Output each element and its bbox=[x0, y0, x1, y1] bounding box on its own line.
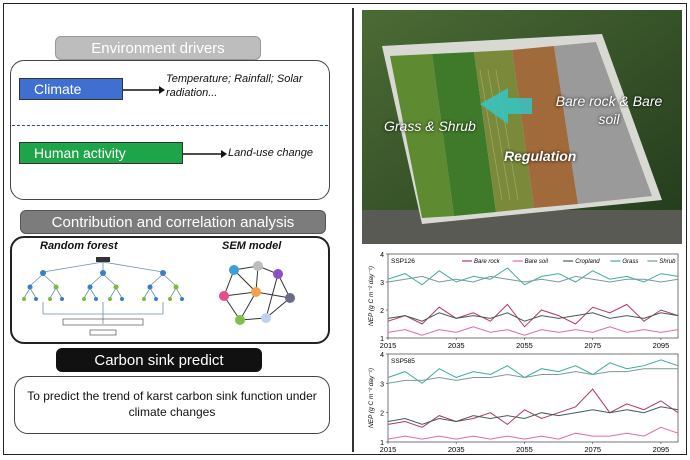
x-tick-label: 2055 bbox=[516, 445, 533, 454]
series-line-grass bbox=[387, 359, 679, 384]
figure-frame bbox=[3, 3, 687, 455]
carbon-sink-box bbox=[14, 376, 330, 434]
contribution-analysis-box bbox=[10, 236, 330, 344]
carbon-sink-header: Carbon sink predict bbox=[56, 348, 262, 372]
random-forest-title: Random forest bbox=[40, 240, 118, 252]
y-tick-label: 1 bbox=[380, 336, 384, 343]
series-line-shrub bbox=[387, 275, 679, 283]
y-tick-label: 2 bbox=[380, 308, 384, 315]
y-tick-label: 1 bbox=[380, 440, 384, 447]
human-activity-note: Land-use change bbox=[228, 147, 314, 159]
environment-drivers-box bbox=[10, 60, 330, 200]
y-tick-label: 3 bbox=[380, 280, 384, 287]
field-plot-photo: Grass & Shrub Bare rock & Bare soil Regu… bbox=[362, 10, 682, 244]
contribution-analysis-header: Contribution and correlation analysis bbox=[20, 210, 326, 234]
y-tick-label: 2 bbox=[380, 411, 384, 418]
legend-label: Bare rock bbox=[474, 259, 501, 265]
human-arrow-icon bbox=[183, 150, 227, 158]
series-line-cropland bbox=[387, 406, 679, 425]
field-plot-illustration bbox=[362, 10, 682, 244]
dashed-separator bbox=[12, 125, 328, 126]
x-tick-label: 2015 bbox=[380, 341, 397, 350]
x-tick-label: 2015 bbox=[380, 445, 397, 454]
scenario-label: SSP126 bbox=[391, 258, 415, 265]
x-tick-label: 2075 bbox=[584, 341, 601, 350]
panel-divider bbox=[352, 8, 354, 452]
series-line-bare-rock bbox=[387, 388, 679, 428]
climate-arrow-icon bbox=[123, 86, 165, 94]
x-tick-label: 2095 bbox=[653, 341, 670, 350]
series-line-cropland bbox=[387, 312, 679, 322]
environment-drivers-header: Environment drivers bbox=[55, 36, 261, 60]
random-forest-diagram bbox=[22, 257, 184, 336]
scenario-label: SSP585 bbox=[391, 358, 415, 365]
human-activity-tag: Human activity bbox=[19, 142, 183, 164]
x-tick-label: 2035 bbox=[448, 445, 465, 454]
y-tick-label: 4 bbox=[380, 252, 384, 259]
y-tick-label: 3 bbox=[380, 381, 384, 388]
grass-shrub-label: Grass & Shrub bbox=[384, 118, 476, 134]
x-tick-label: 2035 bbox=[448, 341, 465, 350]
x-tick-label: 2075 bbox=[584, 445, 601, 454]
legend-label: Shrub bbox=[659, 259, 676, 265]
series-line-bare-soil bbox=[387, 426, 679, 440]
climate-note: Temperature; Rainfall; Solar radiation..… bbox=[166, 73, 303, 99]
regulation-label: Regulation bbox=[504, 148, 577, 164]
y-axis-label: NEP (g C m⁻² day⁻¹) bbox=[368, 368, 375, 428]
x-tick-label: 2095 bbox=[653, 445, 670, 454]
series-line-shrub bbox=[387, 368, 678, 384]
y-tick-label: 4 bbox=[380, 352, 384, 359]
sem-model-diagram bbox=[219, 261, 295, 325]
legend-label: Cropland bbox=[575, 259, 600, 265]
legend-label: Bare soil bbox=[525, 259, 549, 265]
series-line-bare-soil bbox=[387, 326, 679, 336]
legend-label: Grass bbox=[622, 259, 638, 265]
sem-model-title: SEM model bbox=[222, 240, 282, 252]
y-axis-label: NEP (g C m⁻² day⁻¹) bbox=[368, 266, 375, 326]
carbon-sink-text: To predict the trend of karst carbon sin… bbox=[27, 389, 317, 419]
climate-tag: Climate bbox=[19, 78, 123, 100]
plot-area bbox=[387, 253, 679, 339]
bare-rock-soil-label: Bare rock & Bare soil bbox=[555, 93, 663, 127]
x-tick-label: 2055 bbox=[516, 341, 533, 350]
